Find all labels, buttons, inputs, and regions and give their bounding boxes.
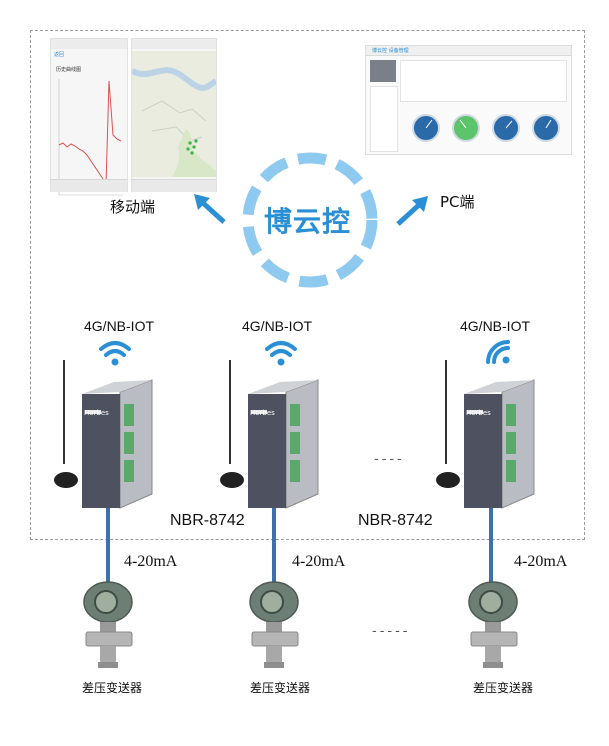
gateway-1-device (54, 360, 153, 509)
gateway-2-device (220, 360, 319, 509)
mobile-chart-screen: 返回 历史曲线图 (50, 38, 128, 196)
terminal-block (124, 460, 134, 482)
sensor-1-device (83, 581, 133, 668)
gateway-3-brand: Horbes (466, 409, 491, 417)
gateway-ellipsis: ---- (374, 452, 405, 467)
transmitter-flange (251, 631, 299, 647)
sensor-3-signal: 4-20mA (514, 553, 568, 570)
gateway-2-model: NBR-8742 (358, 512, 433, 529)
antenna-base (54, 472, 78, 488)
terminal-block (124, 432, 134, 454)
transmitter-display (479, 590, 503, 614)
sensor-1-name: 差压变送器 (82, 681, 143, 695)
mobile-chart-line (58, 80, 122, 186)
system-boundary (30, 30, 585, 540)
gateway-2-protocol: 4G/NB-IOT (242, 318, 313, 334)
pc-app-title: 博云控 设备管理 (372, 48, 409, 54)
mobile-client-label: 移动端 (110, 198, 156, 216)
pc-dashboard-screen: 博云控 设备管理 (365, 45, 572, 155)
terminal-block (506, 404, 516, 426)
terminal-block (290, 460, 300, 482)
gateway-top-panel (248, 380, 318, 394)
gateway-1-protocol: 4G/NB-IOT (84, 318, 155, 334)
pc-info-panel (400, 60, 567, 102)
gateway-3-device (436, 360, 535, 509)
sensor-3-name: 差压变送器 (473, 681, 534, 695)
arrow-to-pc (396, 196, 428, 226)
sensor-3-device (468, 581, 518, 668)
gateway-top-panel (464, 380, 534, 394)
antenna-base (436, 472, 460, 488)
terminal-block (290, 432, 300, 454)
wifi-icon (265, 341, 297, 366)
sensor-2-signal: 4-20mA (292, 553, 346, 570)
transmitter-display (260, 590, 284, 614)
gateway-3-protocol: 4G/NB-IOT (460, 318, 531, 334)
signal-link-3 (489, 508, 493, 586)
transmitter-display (94, 590, 118, 614)
terminal-block (124, 404, 134, 426)
signal-link-1 (106, 508, 110, 586)
arrow-to-mobile (194, 194, 226, 224)
sensor-ellipsis: ----- (372, 624, 411, 639)
signal-link-2 (272, 508, 276, 586)
transmitter-flange (85, 631, 133, 647)
antenna-base (220, 472, 244, 488)
gateway-1-model: NBR-8742 (170, 512, 245, 529)
pc-client-label: PC端 (440, 193, 475, 211)
wifi-icon (99, 341, 131, 366)
mobile-map (132, 51, 216, 177)
pc-gauges (412, 114, 560, 142)
cloud-dashed-ring (242, 152, 378, 288)
terminal-block (506, 460, 516, 482)
gateway-1-brand: Horbes (84, 409, 109, 417)
terminal-block (506, 432, 516, 454)
wifi-icon (486, 340, 510, 364)
sensor-1-signal: 4-20mA (124, 553, 178, 570)
mobile-chart-title: 历史曲线图 (56, 67, 82, 73)
gateway-top-panel (82, 380, 152, 394)
terminal-block (290, 404, 300, 426)
mobile-back-label: 返回 (54, 52, 65, 58)
sensor-2-device (249, 581, 299, 668)
pc-device-photo (370, 60, 396, 82)
pc-sidebar (370, 86, 398, 152)
brand-logo-text: 博云控 (264, 205, 352, 238)
mobile-history-line-chart (58, 79, 123, 196)
sensor-2-name: 差压变送器 (250, 681, 311, 695)
mobile-map-screen (131, 38, 217, 192)
gateway-2-brand: Horbes (250, 409, 275, 417)
transmitter-flange (470, 631, 518, 647)
